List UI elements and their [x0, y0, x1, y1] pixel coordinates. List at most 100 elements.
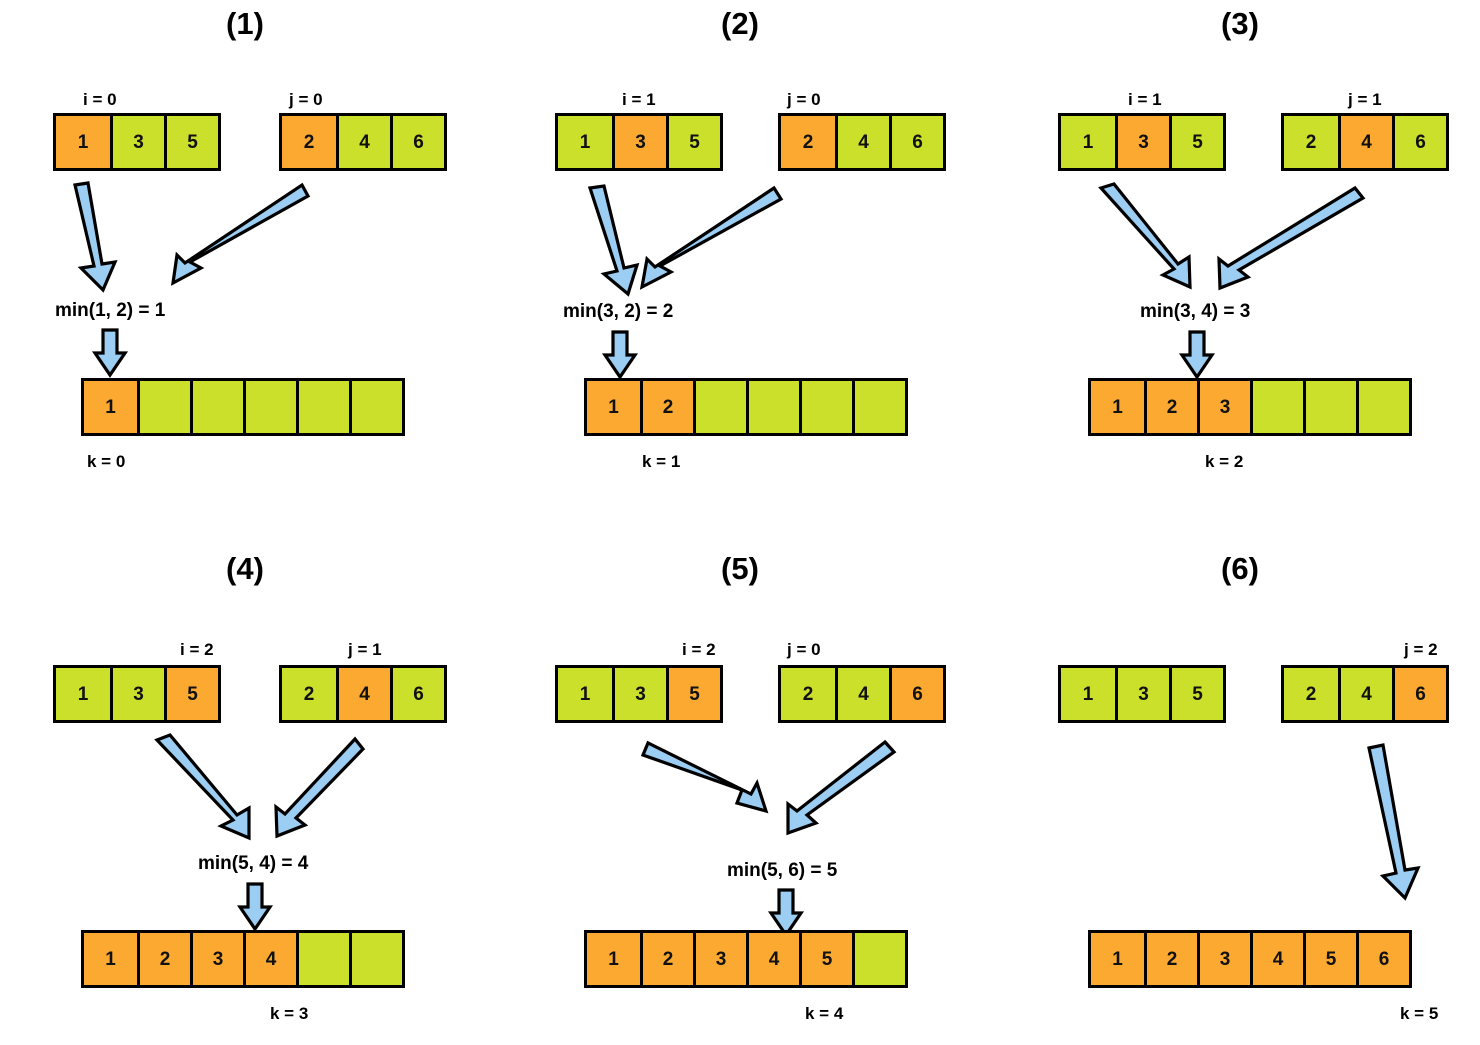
panel-3: (3) i = 1 1 3 5 j = 1 2 4 6 min(3, 4) = …	[1000, 0, 1480, 500]
right-compare-arrow	[1217, 185, 1366, 291]
array-cell	[296, 381, 349, 433]
array-cell: 2	[640, 933, 693, 985]
array-cell	[693, 381, 746, 433]
array-cell: 1	[56, 116, 110, 168]
array-cell: 1	[1091, 381, 1144, 433]
array-cell: 6	[1356, 933, 1409, 985]
array-cell: 3	[612, 668, 666, 720]
array-cell: 5	[164, 116, 218, 168]
k-label: k = 0	[87, 452, 126, 471]
array-cell: 4	[1250, 933, 1303, 985]
array-cell: 3	[1115, 668, 1169, 720]
array-cell: 1	[558, 668, 612, 720]
array-cell: 4	[746, 933, 799, 985]
array-cell: 1	[1061, 116, 1115, 168]
array-cell: 4	[336, 116, 390, 168]
k-label: k = 5	[1400, 1004, 1439, 1023]
array-cell	[1356, 381, 1409, 433]
array-cell	[349, 933, 402, 985]
array-cell: 1	[587, 933, 640, 985]
right-index-label: j = 1	[348, 640, 382, 659]
right-index-label: j = 0	[787, 640, 821, 659]
array-cell: 3	[693, 933, 746, 985]
output-arrow	[236, 882, 274, 932]
min-label: min(3, 2) = 2	[563, 301, 674, 322]
output-arrow	[767, 888, 805, 938]
array-cell: 5	[666, 116, 720, 168]
left-array: 1 3 5	[555, 665, 723, 723]
array-cell	[852, 933, 905, 985]
array-cell: 4	[835, 668, 889, 720]
panel-2: (2) i = 1 1 3 5 j = 0 2 4 6 min(3, 2) = …	[500, 0, 980, 500]
array-cell	[296, 933, 349, 985]
left-array: 1 3 5	[1058, 665, 1226, 723]
left-compare-arrow	[154, 733, 251, 841]
right-array: 2 4 6	[1281, 665, 1449, 723]
array-cell: 6	[1392, 668, 1446, 720]
array-cell: 1	[558, 116, 612, 168]
right-compare-arrow	[639, 185, 784, 290]
array-cell	[746, 381, 799, 433]
array-cell	[1250, 381, 1303, 433]
right-array: 2 4 6	[778, 665, 946, 723]
array-cell	[137, 381, 190, 433]
panel-1: (1) i = 0 1 3 5 j = 0 2 4 6 min(1, 2) = …	[5, 0, 485, 500]
left-compare-arrow	[587, 184, 640, 297]
output-arrow	[1367, 743, 1421, 901]
right-array: 2 4 6	[279, 665, 447, 723]
array-cell: 4	[1338, 668, 1392, 720]
array-cell: 2	[1284, 116, 1338, 168]
array-cell: 3	[1115, 116, 1169, 168]
array-cell: 1	[1091, 933, 1144, 985]
array-cell: 2	[282, 668, 336, 720]
panel-5: (5) i = 2 1 3 5 j = 0 2 4 6 min(5, 6) = …	[500, 545, 980, 1045]
left-compare-arrow	[640, 740, 769, 814]
left-index-label: i = 2	[682, 640, 716, 659]
array-cell: 6	[889, 668, 943, 720]
output-array: 1 2 3 4 5	[584, 930, 908, 988]
array-cell: 4	[1338, 116, 1392, 168]
panel-6: (6) 1 3 5 j = 2 2 4 6 1 2 3 4 5 6 k = 5	[1000, 545, 1480, 1045]
array-cell: 2	[781, 116, 835, 168]
panel-title: (1)	[226, 6, 264, 41]
array-cell: 2	[1144, 933, 1197, 985]
array-cell	[799, 381, 852, 433]
output-arrow	[601, 330, 639, 380]
output-array: 1 2 3	[1088, 378, 1412, 436]
array-cell: 6	[390, 116, 444, 168]
right-index-label: j = 2	[1404, 640, 1438, 659]
array-cell	[243, 381, 296, 433]
right-array: 2 4 6	[778, 113, 946, 171]
k-label: k = 1	[642, 452, 681, 471]
left-array: 1 3 5	[555, 113, 723, 171]
array-cell	[190, 381, 243, 433]
array-cell: 2	[1284, 668, 1338, 720]
array-cell: 3	[612, 116, 666, 168]
panel-title: (3)	[1221, 6, 1259, 41]
array-cell: 3	[110, 116, 164, 168]
output-array: 1 2 3 4 5 6	[1088, 930, 1412, 988]
array-cell: 5	[666, 668, 720, 720]
array-cell: 5	[1169, 668, 1223, 720]
right-compare-arrow	[786, 739, 897, 836]
left-index-label: i = 0	[83, 90, 117, 109]
left-index-label: i = 1	[1128, 90, 1162, 109]
array-cell: 5	[1303, 933, 1356, 985]
output-array: 1 2	[584, 378, 908, 436]
array-cell: 4	[243, 933, 296, 985]
k-label: k = 2	[1205, 452, 1244, 471]
right-index-label: j = 1	[1348, 90, 1382, 109]
array-cell	[349, 381, 402, 433]
array-cell: 4	[336, 668, 390, 720]
array-cell: 5	[1169, 116, 1223, 168]
panel-title: (2)	[721, 6, 759, 41]
array-cell: 1	[56, 668, 110, 720]
array-cell: 5	[799, 933, 852, 985]
right-index-label: j = 0	[787, 90, 821, 109]
output-arrow	[91, 328, 129, 378]
output-array: 1	[81, 378, 405, 436]
array-cell: 4	[835, 116, 889, 168]
min-label: min(3, 4) = 3	[1140, 301, 1251, 322]
left-index-label: i = 1	[622, 90, 656, 109]
left-array: 1 3 5	[53, 665, 221, 723]
